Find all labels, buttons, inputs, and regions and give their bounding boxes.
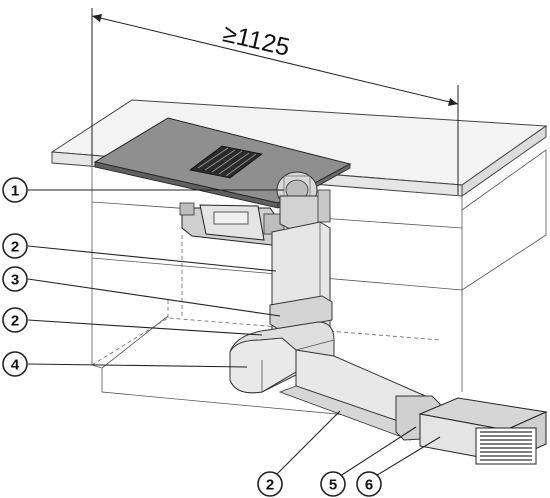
fan-unit	[179, 171, 331, 247]
callout-1: 1	[2, 177, 28, 203]
duct-elbow	[229, 321, 335, 394]
callout-6: 6	[356, 471, 382, 497]
callout-leaders	[27, 189, 441, 481]
callout-2b-label: 2	[11, 313, 19, 330]
callout-2-horizontal-duct: 2	[257, 471, 283, 497]
callout-1-label: 1	[11, 183, 19, 200]
callout-4: 4	[2, 351, 28, 377]
callout-2-lower-duct: 2	[2, 307, 28, 333]
callout-3-label: 3	[11, 272, 19, 289]
callout-2-vertical-duct: 2	[2, 233, 28, 259]
callout-5: 5	[320, 471, 346, 497]
plinth-outlet	[418, 397, 548, 465]
callout-6-label: 6	[365, 477, 373, 494]
vertical-duct	[269, 221, 333, 341]
dimension-arrow-right	[448, 98, 458, 106]
callout-3: 3	[2, 266, 28, 292]
horizontal-duct	[278, 349, 441, 441]
callout-5-label: 5	[329, 477, 337, 494]
callout-4-label: 4	[11, 357, 20, 374]
dimension-arrow-left	[92, 14, 102, 22]
callout-2c-label: 2	[266, 477, 274, 494]
callout-2a-label: 2	[11, 239, 19, 256]
